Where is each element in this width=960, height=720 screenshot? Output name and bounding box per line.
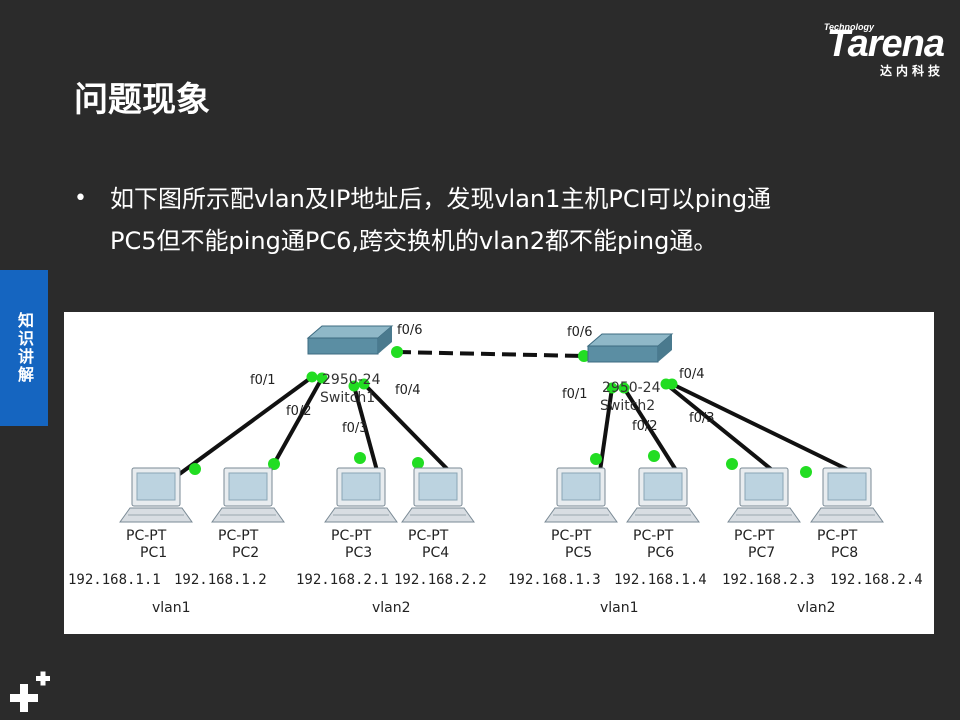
- pc-ip: 192.168.1.1: [68, 572, 161, 588]
- trunk-port-left: f0/6: [397, 323, 423, 338]
- link-line: [664, 382, 784, 480]
- port-label: f0/4: [679, 367, 705, 382]
- port-label: f0/2: [286, 404, 312, 419]
- pc-name: PC1: [140, 545, 167, 561]
- vlan-label: vlan1: [600, 600, 639, 616]
- vlan-label: vlan2: [797, 600, 836, 616]
- pc-name: PC2: [232, 545, 259, 561]
- pc-port-dot: [648, 450, 660, 462]
- slide-title: 问题现象: [74, 80, 210, 120]
- port-label: f0/2: [632, 419, 658, 434]
- logo-subtitle: 达内科技: [879, 64, 944, 78]
- switch-port-dot: [316, 372, 328, 384]
- switch-model: 2950-24: [322, 372, 381, 388]
- link-line: [622, 386, 683, 480]
- link-line: [597, 387, 614, 479]
- pc-name: PC8: [831, 545, 858, 561]
- pc-ip: 192.168.2.1: [296, 572, 389, 588]
- pc-ip: 192.168.2.3: [722, 572, 815, 588]
- pc-type: PC-PT: [331, 528, 372, 544]
- pc-port-dot: [189, 463, 201, 475]
- pc-icon: [810, 467, 884, 523]
- pc-port-dot: [800, 466, 812, 478]
- pc-port-dot: [268, 458, 280, 470]
- pc-name: PC7: [748, 545, 775, 561]
- link-line: [362, 382, 458, 480]
- network-diagram: f0/6 f0/6 f0/1 f0/2 f0/3 f0/4 f0/1 f0/2 f0/3 f0/4…: [64, 312, 934, 634]
- plus-icon: [10, 671, 50, 712]
- link-line: [352, 385, 381, 479]
- tarena-logo: Technology Tarena 达内科技: [774, 22, 945, 79]
- logo-tagline: Technology: [823, 22, 874, 32]
- trunk-dot-left: [391, 346, 403, 358]
- pc-type: PC-PT: [817, 528, 858, 544]
- pc-ip: 192.168.1.2: [174, 572, 267, 588]
- switch-port-dot: [618, 382, 630, 394]
- switch-port-dot: [348, 380, 360, 392]
- pc-ip: 192.168.2.2: [394, 572, 487, 588]
- bullet-text: 如下图所示配vlan及IP地址后，发现vlan1主机PCI可以ping通PC5但…: [110, 185, 772, 255]
- pc-port-dot: [412, 457, 424, 469]
- pc-type: PC-PT: [408, 528, 449, 544]
- bullet-item: • 如下图所示配vlan及IP地址后，发现vlan1主机PCI可以ping通PC…: [74, 178, 834, 262]
- side-tab[interactable]: 知识讲解: [0, 270, 48, 426]
- pc-type: PC-PT: [218, 528, 259, 544]
- port-label: f0/4: [395, 383, 421, 398]
- switch-model: 2950-24: [602, 380, 661, 396]
- pc-type: PC-PT: [126, 528, 167, 544]
- vlan-label: vlan2: [372, 600, 411, 616]
- switch-front: [307, 337, 379, 355]
- pc-port-dot: [590, 453, 602, 465]
- pc-name: PC5: [565, 545, 592, 561]
- bullet-dot: •: [74, 186, 87, 211]
- pc-name: PC6: [647, 545, 674, 561]
- switch-port-dot: [606, 382, 618, 394]
- switch-side: [378, 326, 392, 354]
- switch-name: Switch1: [320, 390, 375, 406]
- pc-ip: 192.168.1.4: [614, 572, 707, 588]
- network-diagram-svg: f0/6 f0/6 f0/1 f0/2 f0/3 f0/4 f0/1 f0/2 f0/3 f0/4…: [68, 323, 923, 616]
- pc-name: PC3: [345, 545, 372, 561]
- pc-name: PC4: [422, 545, 449, 561]
- link-line: [671, 382, 866, 480]
- switch-port-dot: [358, 378, 370, 390]
- pc-type: PC-PT: [734, 528, 775, 544]
- pc-type: PC-PT: [551, 528, 592, 544]
- pc-icon: [401, 467, 475, 523]
- pc-icon: [544, 467, 618, 523]
- switch-port-dot: [666, 378, 678, 390]
- pc-port-dot: [726, 458, 738, 470]
- switch-top: [306, 325, 394, 339]
- switch-front: [587, 345, 659, 363]
- switch-side: [658, 334, 672, 362]
- pc-icon: [211, 467, 285, 523]
- pc-port-dot: [354, 452, 366, 464]
- port-label: f0/1: [562, 387, 588, 402]
- switch-port-dot: [306, 371, 318, 383]
- link-line: [172, 375, 314, 480]
- pc-icon: [324, 467, 398, 523]
- switch-name: Switch2: [600, 398, 655, 414]
- pc-type: PC-PT: [633, 528, 674, 544]
- port-label: f0/3: [689, 411, 715, 426]
- port-label: f0/1: [250, 373, 276, 388]
- trunk-port-right: f0/6: [567, 325, 593, 340]
- trunk-dot-right: [578, 350, 590, 362]
- pc-ip: 192.168.1.3: [508, 572, 601, 588]
- pc-icon: [727, 467, 801, 523]
- trunk-link: [396, 350, 585, 358]
- vlan-label: vlan1: [152, 600, 191, 616]
- pc-icon: [119, 467, 193, 523]
- switch-top: [586, 333, 674, 347]
- pc-ip: 192.168.2.4: [830, 572, 923, 588]
- logo-brand: Tarena: [826, 23, 945, 65]
- port-label: f0/3: [342, 421, 368, 436]
- pc-icon: [626, 467, 700, 523]
